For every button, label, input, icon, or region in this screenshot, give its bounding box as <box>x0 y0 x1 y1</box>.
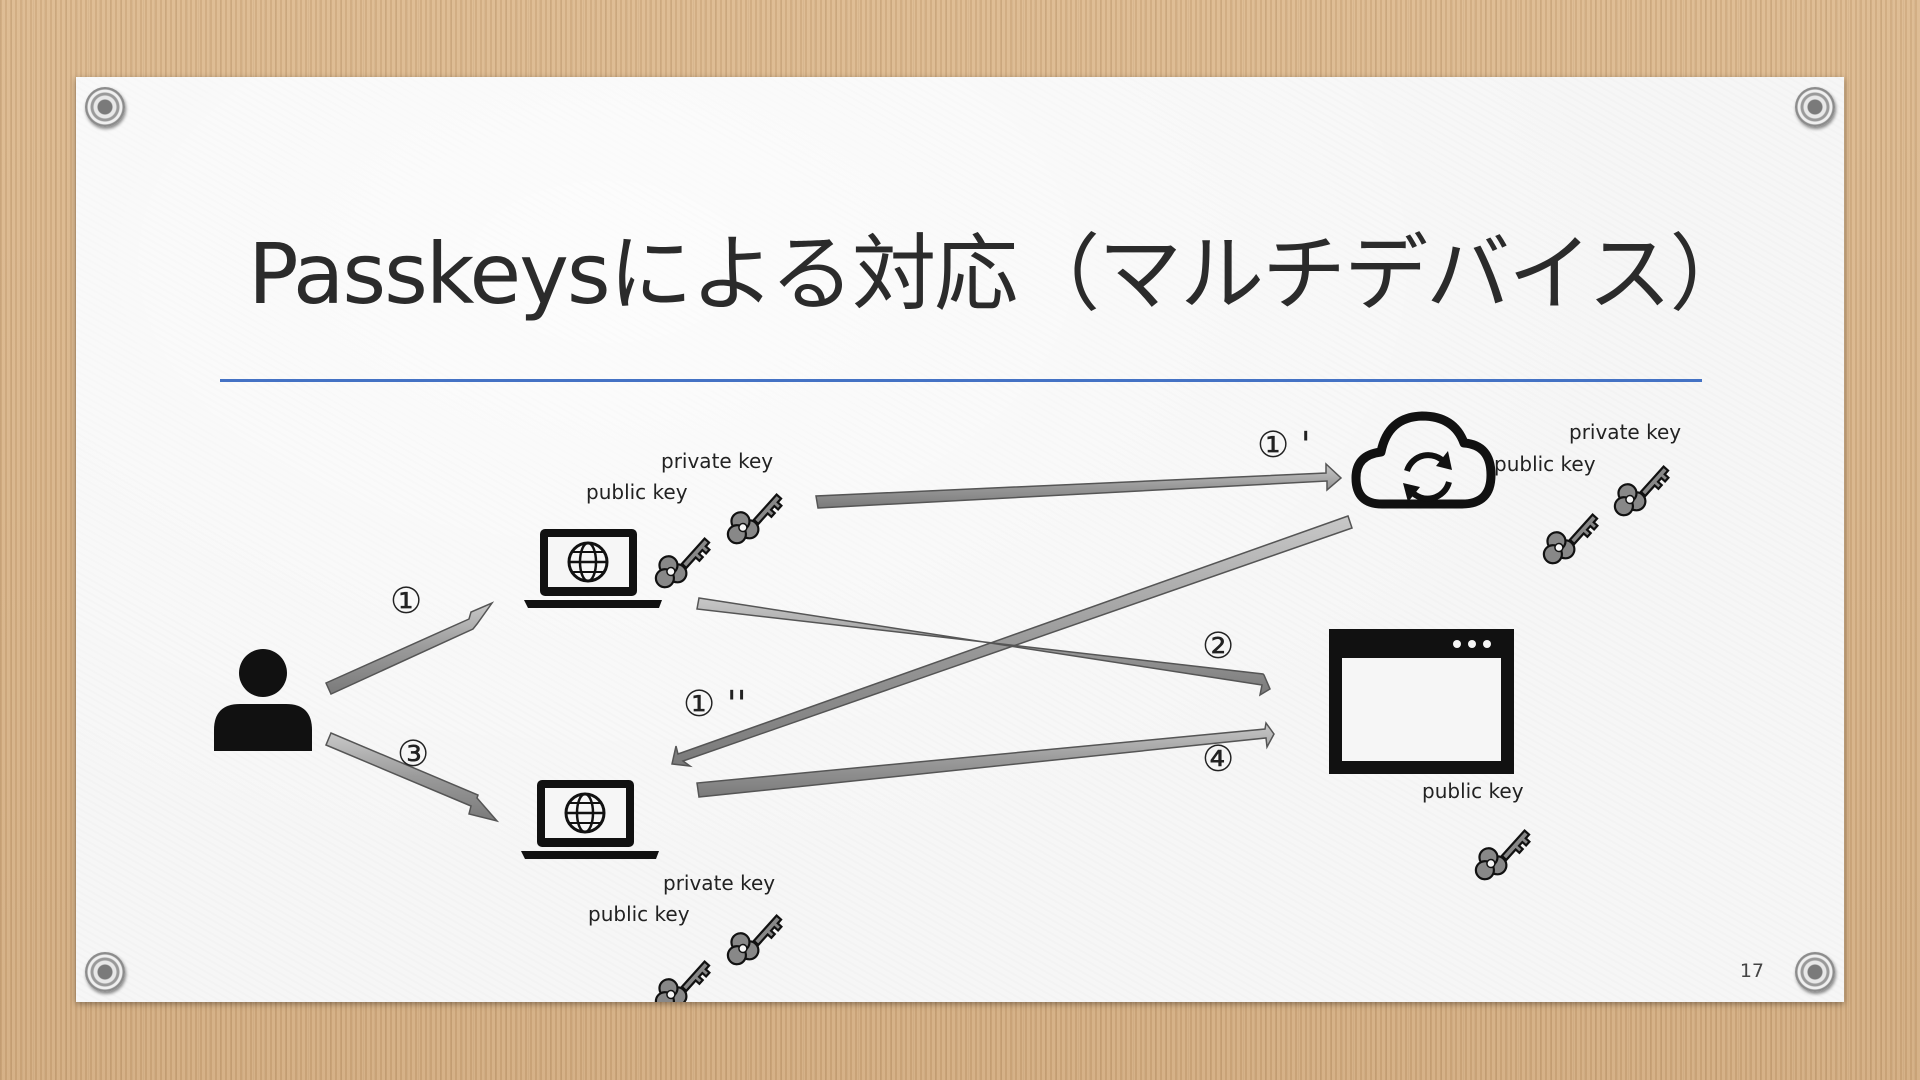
laptop-top-public-key-label: public key <box>586 480 688 504</box>
pushpin-bottom-left <box>85 952 125 992</box>
public-key-icon-server <box>1466 817 1535 889</box>
step-1-double-prime-label: ① '' <box>683 684 747 725</box>
step-1-label: ① <box>390 581 422 622</box>
step-3-label: ③ <box>397 734 429 775</box>
arrow-laptop-top-to-server <box>696 597 1271 697</box>
browser-window-icon <box>1329 629 1514 774</box>
cloud-public-key-label: public key <box>1494 452 1596 476</box>
pushpin-bottom-right <box>1795 952 1835 992</box>
public-key-icon-cloud <box>1534 501 1603 573</box>
step-4-label: ④ <box>1202 739 1234 780</box>
pushpin-top-left <box>85 87 125 127</box>
laptop-top-private-key-label: private key <box>661 449 773 473</box>
laptop-bottom-private-key-label: private key <box>663 871 775 895</box>
private-key-icon-laptop-top <box>718 481 787 553</box>
server-public-key-label: public key <box>1422 779 1524 803</box>
public-key-icon-laptop-top <box>646 525 715 597</box>
slide-title: Passkeysによる対応（マルチデバイス） <box>248 225 1754 323</box>
arrow-laptop-top-to-cloud <box>815 462 1343 509</box>
title-divider <box>220 379 1702 382</box>
step-2-label: ② <box>1202 626 1234 667</box>
arrow-user-to-laptop-top <box>325 601 495 695</box>
user-icon <box>214 649 312 751</box>
slide: Passkeysによる対応（マルチデバイス） <box>76 77 1844 1002</box>
arrow-cloud-to-laptop-bottom <box>671 515 1353 768</box>
private-key-icon-cloud <box>1605 453 1674 525</box>
laptop-bottom-icon <box>521 780 659 859</box>
private-key-icon-laptop-bottom <box>718 902 787 974</box>
page-number: 17 <box>1739 960 1764 982</box>
arrow-user-to-laptop-bottom <box>325 732 500 823</box>
cloud-private-key-label: private key <box>1569 420 1681 444</box>
laptop-bottom-public-key-label: public key <box>588 902 690 926</box>
laptop-top-icon <box>524 529 662 608</box>
cloud-sync-icon <box>1351 411 1496 509</box>
public-key-icon-laptop-bottom <box>646 948 715 1002</box>
pushpin-top-right <box>1795 87 1835 127</box>
arrow-laptop-bottom-to-server <box>696 721 1275 798</box>
step-1-prime-label: ① ' <box>1257 425 1311 466</box>
passkeys-diagram: private key public key private key publi… <box>214 411 1681 1002</box>
